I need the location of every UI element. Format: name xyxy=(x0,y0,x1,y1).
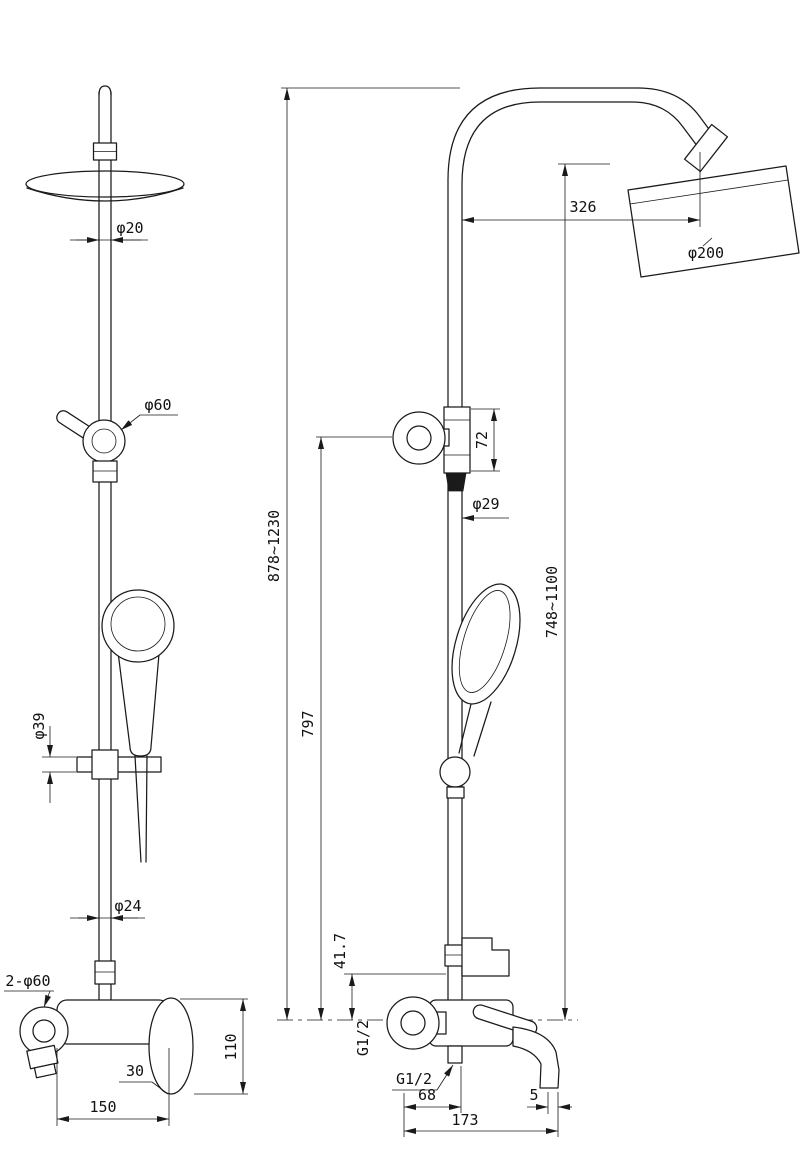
leader-line xyxy=(436,1064,454,1091)
dim-diverter-body: 72 xyxy=(471,408,500,472)
hand-shower-inner xyxy=(458,590,511,693)
mixer-knob-side-inner xyxy=(400,1010,426,1036)
mixer-lever-side xyxy=(472,1004,538,1036)
wall-bracket xyxy=(461,937,510,977)
dim-label-lower-pipe: φ24 xyxy=(114,897,141,915)
dim-spout: 30 xyxy=(119,1062,169,1095)
diverter-knob-side-inner xyxy=(406,425,432,451)
tub-spout xyxy=(512,1026,560,1089)
dim-riser-pipe: φ29 xyxy=(462,495,509,521)
side-slider xyxy=(439,756,471,799)
column-inner-edge xyxy=(461,101,699,1001)
hand-shower-outline xyxy=(451,583,521,705)
dim-label-body-width: 150 xyxy=(89,1098,116,1116)
leader-line xyxy=(702,237,713,247)
hose-right xyxy=(145,755,148,863)
dim-label-flanges: 2-φ60 xyxy=(5,972,50,990)
spout-outlet xyxy=(26,1044,59,1079)
dim-bracket: φ39 xyxy=(30,712,76,803)
dim-label-bracket: φ39 xyxy=(30,712,48,739)
side-view: 326 φ200 878~1230 797 748~1100 72 xyxy=(265,87,800,1137)
hand-shower-face-inner xyxy=(110,596,166,652)
side-diverter xyxy=(392,406,471,492)
front-view: φ20 φ60 φ39 φ24 2-φ60 30 xyxy=(4,85,248,1126)
handle-edge xyxy=(473,701,492,757)
head-connector xyxy=(683,123,729,173)
pipe-cap xyxy=(98,85,112,96)
dim-label-head-height: 748~1100 xyxy=(543,566,561,638)
head-disc xyxy=(25,170,185,198)
dim-outlet-drop: 41.7 xyxy=(331,933,446,1020)
dim-label-handle-height: 110 xyxy=(222,1033,240,1060)
head-rim xyxy=(26,187,184,202)
side-mixer xyxy=(386,937,560,1089)
dim-label-arm-reach: 326 xyxy=(569,198,596,216)
dim-label-top-pipe: φ20 xyxy=(116,219,143,237)
mixer-handle xyxy=(148,997,194,1095)
slider-nut xyxy=(446,786,465,799)
diverter-knob xyxy=(82,419,126,463)
diverter-body xyxy=(92,460,118,483)
dim-handle-height: 110 xyxy=(180,998,248,1095)
dim-top-pipe: φ20 xyxy=(70,219,148,243)
side-shower-head xyxy=(627,165,800,278)
dim-overall-height: 878~1230 xyxy=(265,87,460,1020)
dim-label-outlet-offset: 68 xyxy=(418,1086,436,1104)
dim-label-tip-wall: 5 xyxy=(529,1086,538,1104)
side-hand-shower xyxy=(451,583,521,757)
head-connector-body xyxy=(683,123,729,173)
slider-knob xyxy=(439,756,471,788)
front-hand-shower xyxy=(101,589,175,863)
rain-head-plate xyxy=(627,165,800,278)
dim-diverter: φ60 xyxy=(120,396,178,431)
dim-label-overall-height: 878~1230 xyxy=(265,510,283,582)
mixer-top-nut xyxy=(94,960,116,985)
dim-lower-pipe: φ24 xyxy=(70,897,145,921)
spout-outlet-tip xyxy=(33,1063,57,1079)
diverter-knob-inner xyxy=(91,428,117,454)
leader-line xyxy=(43,990,52,1008)
dim-label-diverter: φ60 xyxy=(144,396,171,414)
dim-tip-wall: 5 xyxy=(527,1086,572,1137)
dim-label-outlet-thread: G1/2 xyxy=(396,1070,432,1088)
hose-left xyxy=(134,755,142,863)
column-outer-edge xyxy=(447,87,715,1001)
wall-flange-inner xyxy=(32,1019,56,1043)
dim-arm-reach: 326 xyxy=(462,152,701,227)
dim-spout-reach: 173 xyxy=(404,1111,558,1134)
dim-label-inlet-thread: G1/2 xyxy=(354,1020,372,1056)
dim-label-outlet-drop: 41.7 xyxy=(331,933,349,969)
dim-label-diverter-body: 72 xyxy=(473,431,491,449)
mixer-lever-body xyxy=(472,1004,538,1036)
bracket-clamp xyxy=(91,749,119,780)
dim-diverter-height: 797 xyxy=(299,436,392,1020)
rain-head-face-line xyxy=(629,179,789,205)
front-slide-bracket xyxy=(76,749,162,780)
front-diverter xyxy=(56,410,126,483)
front-mixer xyxy=(19,960,194,1095)
dim-label-spout-reach: 173 xyxy=(451,1111,478,1129)
dim-label-riser-pipe: φ29 xyxy=(472,495,499,513)
hand-shower-handle xyxy=(117,651,160,757)
front-riser-pipe xyxy=(92,85,118,1003)
dim-inlet-thread: G1/2 xyxy=(354,1020,372,1056)
hand-shower-profile xyxy=(451,583,521,705)
bottom-inlet xyxy=(447,1045,463,1064)
dim-head-height: 748~1100 xyxy=(543,163,610,1020)
dim-body-width: 150 xyxy=(56,1048,170,1126)
dim-head: φ200 xyxy=(688,237,724,262)
handle-edge xyxy=(458,699,473,754)
dim-label-head: φ200 xyxy=(688,244,724,262)
bracket-bar xyxy=(76,756,162,773)
dim-flanges: 2-φ60 xyxy=(4,972,54,1008)
dim-outlet-thread: G1/2 xyxy=(392,1064,454,1091)
leader-line xyxy=(120,414,141,431)
front-shower-head xyxy=(25,170,185,202)
leader-line xyxy=(151,1081,169,1095)
side-riser-column xyxy=(447,87,715,1001)
diverter-seal-band xyxy=(445,472,467,492)
dim-label-diverter-height: 797 xyxy=(299,710,317,737)
dim-label-spout: 30 xyxy=(126,1062,144,1080)
